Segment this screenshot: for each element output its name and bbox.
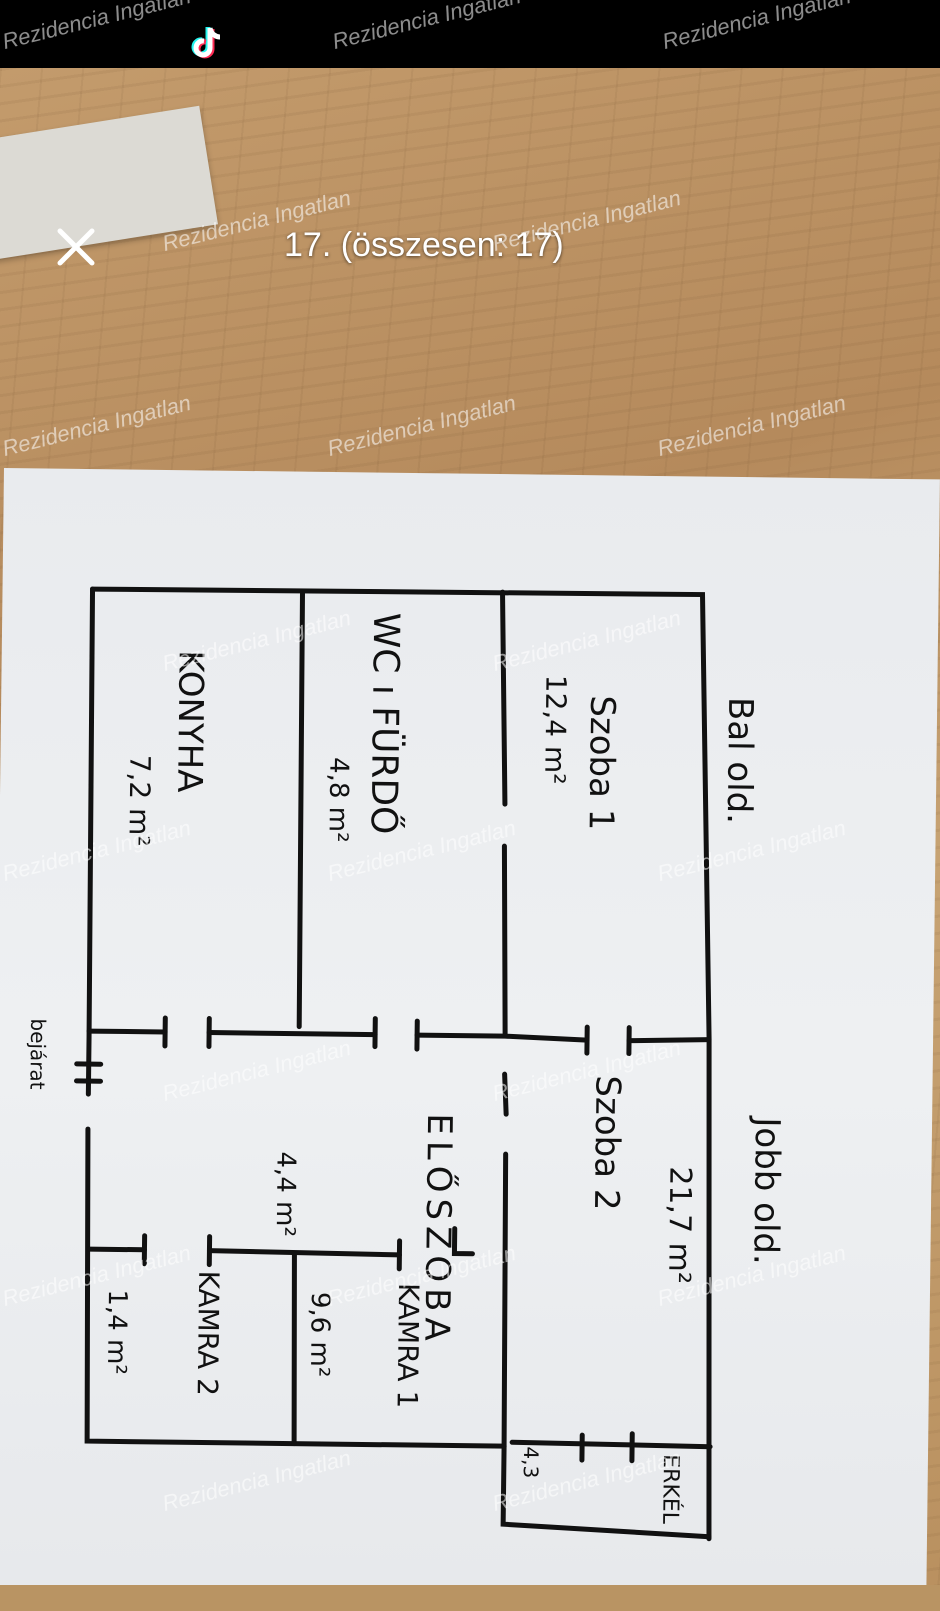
wall-wc-konyha (296, 591, 305, 1030)
szoba2-name: Szoba 2 (586, 1075, 628, 1211)
watermark: Rezidencia Ingatlan (324, 390, 519, 462)
paper-corner (0, 105, 218, 261)
erkely-name: ERKÉL (657, 1454, 684, 1525)
eloszoba-area: 4,4 m² (270, 1151, 301, 1237)
wall-kamra1-kamra2 (291, 1251, 297, 1447)
door-ticks-upper (162, 1015, 632, 1057)
wall-szoba1-wc (500, 589, 508, 1037)
kamra1-area: 9,6 m² (304, 1292, 335, 1378)
wc-furdo-area: 4,8 m² (322, 757, 353, 843)
corridor-wall-upper (86, 1028, 712, 1044)
konyha-area: 7,2 m² (122, 754, 156, 846)
wc-furdo-name: WC ı FÜRDŐ (363, 612, 408, 834)
outer-wall-bottom (84, 1126, 507, 1449)
outer-wall-top-right (90, 586, 712, 1542)
konyha-name: KONYHA (169, 650, 211, 793)
outer-wall-left-upper (85, 586, 96, 1097)
door-ticks-lower (141, 1233, 403, 1272)
entrance-label: bejárat (25, 1018, 50, 1090)
top-bar (0, 0, 940, 68)
wall-eloszoba-szoba2 (501, 1071, 509, 1449)
kamra2-name: KAMRA 2 (191, 1270, 226, 1396)
entrance-ticks (74, 1061, 104, 1084)
watermark: Rezidencia Ingatlan (0, 390, 194, 462)
door-tick-szoba2 (451, 1226, 475, 1257)
erkely-wall (509, 1431, 713, 1464)
photo-viewer: Bal old. Jobb old. Szoba 1 12,4 m² WC ı … (0, 68, 940, 1611)
eloszoba-name: ELŐSZOBA (416, 1113, 460, 1347)
page-counter: 17. (összesen: 17) (284, 226, 564, 264)
szoba1-name: Szoba 1 (581, 695, 623, 831)
floor-plan-sheet: Bal old. Jobb old. Szoba 1 12,4 m² WC ı … (0, 468, 940, 1611)
watermark: Rezidencia Ingatlan (654, 390, 849, 462)
kamra1-name: KAMRA 1 (391, 1283, 426, 1409)
tiktok-logo-icon (191, 27, 221, 59)
wood-strip (0, 1585, 940, 1611)
erkely-area: 4,3 (519, 1446, 543, 1478)
floor-plan-drawing: Bal old. Jobb old. Szoba 1 12,4 m² WC ı … (25, 586, 787, 1542)
left-side-label: Bal old. (719, 697, 761, 825)
kamra2-area: 1,4 m² (101, 1289, 132, 1375)
szoba1-area: 12,4 m² (538, 675, 572, 785)
right-side-label: Jobb old. (745, 1115, 787, 1265)
close-icon[interactable] (52, 223, 100, 271)
erkely-outline (500, 1443, 712, 1540)
wall-kamra-top (86, 1246, 402, 1258)
szoba2-area: 21,7 m² (661, 1166, 697, 1284)
